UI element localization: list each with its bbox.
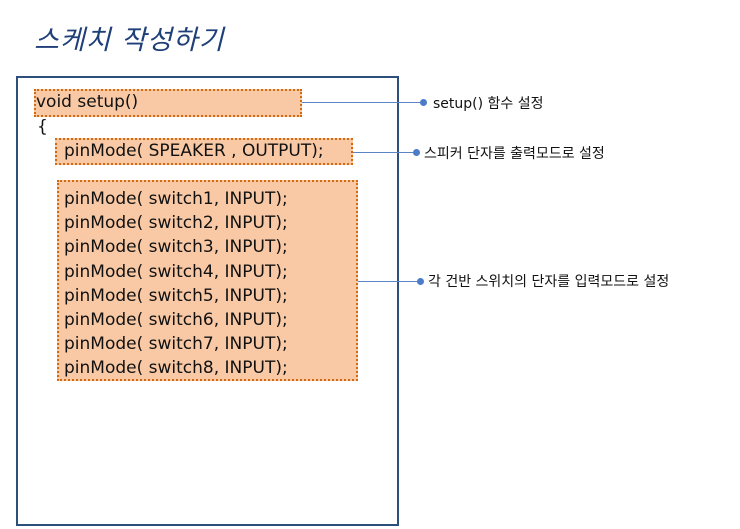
switches-connector-line [358, 281, 420, 282]
setup-connector-dot [420, 99, 427, 106]
switch-code-block: pinMode( switch1, INPUT); pinMode( switc… [64, 187, 288, 381]
speaker-callout: 스피커 단자를 출력모드로 설정 [424, 146, 605, 162]
switches-connector-dot [417, 278, 424, 285]
switch-code-line: pinMode( switch1, INPUT); [64, 189, 288, 209]
setup-callout: setup() 함수 설정 [433, 96, 544, 112]
open-brace: { [37, 117, 48, 137]
switch-code-line: pinMode( switch5, INPUT); [64, 285, 288, 306]
switch-code-line: pinMode( switch8, INPUT); [64, 358, 288, 379]
speaker-highlight-box [55, 138, 353, 165]
speaker-code-line: pinMode( SPEAKER , OUTPUT); [64, 141, 324, 161]
code-panel [16, 76, 399, 526]
switch-code-line: pinMode( switch3, INPUT); [64, 237, 288, 258]
page-title: 스케치 작성하기 [34, 25, 225, 56]
setup-connector-line [302, 102, 423, 103]
speaker-connector-dot [413, 149, 420, 156]
switch-code-line: pinMode( switch6, INPUT); [64, 310, 288, 331]
setup-highlight-box [34, 89, 302, 117]
switch-code-line: pinMode( switch7, INPUT); [64, 334, 288, 355]
switches-highlight-box [57, 180, 358, 381]
switch-code-line: pinMode( switch2, INPUT); [64, 213, 288, 234]
setup-code-line: void setup() [36, 92, 139, 112]
speaker-connector-line [353, 152, 415, 153]
switch-code-line: pinMode( switch4, INPUT); [64, 261, 288, 282]
switches-callout: 각 건반 스위치의 단자를 입력모드로 설정 [428, 274, 670, 290]
